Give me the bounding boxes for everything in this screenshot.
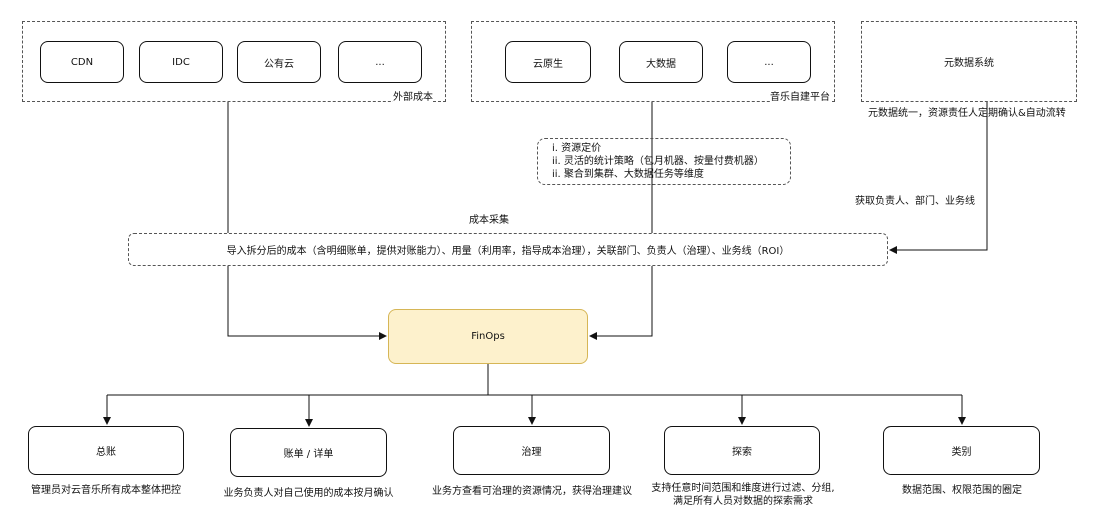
output-bill-caption: 业务负责人对自己使用的成本按月确认	[223, 488, 394, 499]
finops-node: FinOps	[388, 309, 588, 364]
pricing-note: ii. 灵活的统计策略（包月机器、按量付费机器）	[552, 156, 764, 167]
output-governance: 治理	[453, 426, 610, 475]
collection-bar: 导入拆分后的成本（含明细账单，提供对账能力）、用量（利用率，指导成本治理），关联…	[128, 233, 888, 266]
external-cost-label: 外部成本	[393, 88, 433, 103]
connector-finops-bus	[107, 364, 962, 396]
pricing-notes-box	[537, 138, 791, 185]
metadata-system-box: 元数据系统	[861, 21, 1077, 102]
platform-item-cloud-native: 云原生	[505, 41, 591, 83]
metadata-edge-label: 获取负责人、部门、业务线	[855, 195, 975, 208]
connector-external-to-finops	[227, 102, 387, 340]
connector-platform-to-finops	[589, 102, 653, 340]
collection-title: 成本采集	[469, 215, 509, 226]
external-item-cdn: CDN	[40, 41, 124, 83]
external-item-more: ...	[338, 41, 422, 83]
output-ledger: 总账	[28, 426, 184, 475]
pricing-note: i. 资源定价	[552, 143, 602, 154]
output-explore-caption: 支持任意时间范围和维度进行过滤、分组, 满足所有人员对数据的探索需求	[651, 483, 835, 507]
metadata-system-note: 元数据统一，资源责任人定期确认&自动流转	[868, 108, 1066, 119]
pricing-note: ii. 聚合到集群、大数据任务等维度	[552, 169, 704, 180]
pricing-notes-list: i. 资源定价 ii. 灵活的统计策略（包月机器、按量付费机器） ii. 聚合到…	[552, 142, 764, 181]
music-platform-label: 音乐自建平台	[770, 88, 830, 103]
platform-item-more: ...	[727, 41, 811, 83]
metadata-system-label: 元数据系统	[944, 58, 994, 69]
output-governance-caption: 业务方查看可治理的资源情况，获得治理建议	[432, 486, 632, 497]
output-bill: 账单 / 详单	[230, 428, 387, 477]
output-category-caption: 数据范围、权限范围的圈定	[902, 485, 1022, 496]
external-item-idc: IDC	[139, 41, 223, 83]
external-item-public-cloud: 公有云	[237, 41, 321, 83]
output-category: 类别	[883, 426, 1040, 475]
music-platform-group	[471, 21, 835, 102]
output-explore: 探索	[664, 426, 820, 475]
connector-metadata-to-collection	[889, 102, 988, 254]
collection-text: 导入拆分后的成本（含明细账单，提供对账能力）、用量（利用率，指导成本治理），关联…	[226, 246, 790, 257]
output-ledger-caption: 管理员对云音乐所有成本整体把控	[31, 485, 181, 496]
platform-item-big-data: 大数据	[619, 41, 703, 83]
external-cost-group	[22, 21, 446, 102]
